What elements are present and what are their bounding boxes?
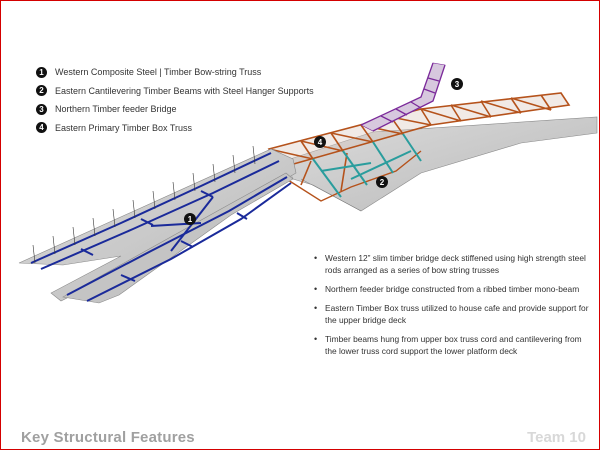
marker-2-label: 2 (380, 178, 385, 187)
marker-1: 1 (184, 213, 196, 225)
marker-4-label: 4 (318, 138, 323, 147)
design-notes-list: Western 12” slim timber bridge deck stif… (312, 252, 594, 364)
design-note: Northern feeder bridge constructed from … (312, 283, 594, 295)
marker-3-label: 3 (455, 80, 460, 89)
slide-title: Key Structural Features (21, 429, 195, 446)
design-note: Timber beams hung from upper box truss c… (312, 333, 594, 357)
marker-1-label: 1 (188, 215, 193, 224)
marker-4: 4 (314, 136, 326, 148)
team-label: Team 10 (527, 429, 586, 446)
marker-2: 2 (376, 176, 388, 188)
marker-3: 3 (451, 78, 463, 90)
western-timber-deck (19, 146, 296, 303)
design-note: Western 12” slim timber bridge deck stif… (312, 252, 594, 276)
design-note: Eastern Timber Box truss utilized to hou… (312, 302, 594, 326)
